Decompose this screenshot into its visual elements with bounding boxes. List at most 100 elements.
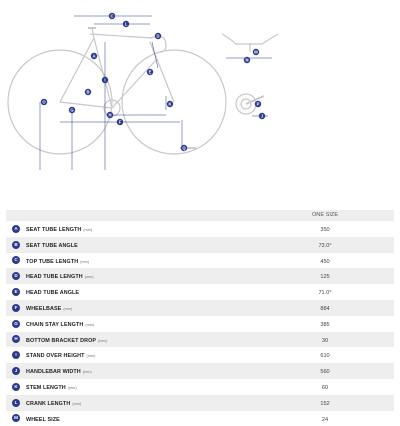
measurement-unit: (mm)	[80, 259, 90, 264]
bike-frame-drawing	[7, 27, 227, 155]
marker-p: P	[254, 100, 262, 108]
svg-text:F: F	[119, 120, 122, 125]
svg-text:D: D	[156, 34, 159, 39]
measurement-value: 450	[320, 258, 330, 265]
measurement-value: 24	[321, 416, 329, 423]
measurement-key-badge: D	[12, 272, 20, 281]
measurement-name: CHAIN STAY LENGTH	[26, 321, 84, 328]
measurement-key-badge: B	[12, 240, 20, 249]
table-row: J HANDLEBAR WIDTH(mm) 560	[6, 363, 394, 379]
measurement-name: WHEEL SIZE	[26, 416, 60, 423]
measurement-key-badge: H	[12, 335, 20, 344]
dimension-markers: C L D A I E O B K G H F Q N M P J	[40, 12, 266, 152]
measurement-value: 73.0°	[318, 242, 332, 249]
svg-text:E: E	[149, 70, 152, 75]
measurement-value: 560	[320, 369, 330, 376]
svg-text:B: B	[86, 90, 89, 95]
svg-text:O: O	[42, 100, 46, 105]
measurement-value: 610	[320, 353, 330, 360]
measurement-value: 60	[321, 384, 329, 391]
svg-text:K: K	[168, 102, 171, 107]
measurement-value: 30	[321, 337, 329, 344]
measurement-value: 385	[320, 321, 330, 328]
measurement-value: 884	[320, 305, 330, 312]
table-row: K STEM LENGTH(mm) 60	[6, 379, 394, 395]
measurement-unit: (mm)	[85, 322, 95, 327]
marker-n: N	[243, 56, 251, 64]
measurement-value: 350	[320, 227, 330, 233]
marker-a: A	[90, 52, 98, 60]
table-row: B SEAT TUBE ANGLE 73.0°	[6, 236, 394, 253]
dimension-lines	[39, 15, 196, 170]
measurement-unit: (mm)	[67, 385, 77, 390]
measurement-key-badge: J	[12, 366, 20, 375]
measurement-value: 152	[320, 400, 330, 407]
svg-text:H: H	[108, 113, 111, 118]
measurement-key-badge: M	[12, 414, 20, 423]
size-header: ONE SIZE	[256, 210, 394, 221]
measurement-value: 71.0°	[318, 290, 332, 297]
measurement-name: STAND OVER HEIGHT	[26, 353, 85, 360]
marker-l: L	[122, 20, 130, 28]
measurement-name: WHEELBASE	[26, 305, 62, 312]
table-row: F WHEELBASE(mm) 884	[6, 299, 394, 316]
marker-q: Q	[180, 144, 188, 152]
marker-c: C	[108, 12, 116, 20]
measurement-name: STEM LENGTH	[26, 384, 66, 391]
measurement-name: CRANK LENGTH	[26, 400, 71, 407]
svg-text:C: C	[110, 14, 113, 19]
measurement-unit: (mm)	[83, 228, 93, 232]
measurement-name: HANDLEBAR WIDTH	[26, 369, 81, 376]
measurement-name: HEAD TUBE ANGLE	[26, 290, 80, 297]
table-row: C TOP TUBE LENGTH(mm) 450	[6, 253, 394, 269]
measurement-key-badge: G	[12, 319, 20, 328]
svg-text:M: M	[254, 50, 258, 55]
table-row: A SEAT TUBE LENGTH(mm) 350	[6, 221, 394, 237]
svg-text:A: A	[92, 54, 95, 59]
marker-b: B	[84, 88, 92, 96]
measurement-unit: (mm)	[63, 306, 73, 311]
marker-i: I	[101, 76, 109, 84]
measurement-unit: (mm)	[98, 338, 107, 343]
marker-d: D	[154, 32, 162, 40]
svg-text:P: P	[257, 102, 260, 107]
marker-o: O	[40, 98, 48, 106]
table-row: H BOTTOM BRACKET DROP(mm) 30	[6, 331, 394, 348]
crank-detail	[235, 93, 268, 117]
marker-g: G	[68, 106, 76, 114]
bike-geometry-diagram: C L D A I E O B K G H F Q N M P J	[7, 12, 279, 170]
marker-f: F	[116, 118, 124, 126]
measurement-unit: (mm)	[72, 401, 82, 406]
svg-text:G: G	[70, 108, 73, 113]
measurement-name: TOP TUBE LENGTH	[26, 258, 79, 265]
measurement-name: BOTTOM BRACKET DROP	[26, 337, 97, 344]
table-row: M WHEEL SIZE 24	[6, 411, 394, 426]
marker-j: J	[258, 112, 266, 120]
measurement-name: SEAT TUBE LENGTH	[26, 227, 82, 233]
measurement-key-badge: E	[12, 287, 20, 296]
measurement-unit: (mm)	[82, 370, 92, 375]
svg-text:N: N	[245, 58, 248, 63]
table-row: E HEAD TUBE ANGLE 71.0°	[6, 284, 394, 300]
measurement-key-badge: A	[12, 224, 20, 233]
measurement-name: SEAT TUBE ANGLE	[26, 242, 78, 249]
svg-text:L: L	[125, 22, 128, 27]
svg-text:Q: Q	[182, 146, 186, 151]
measurement-unit: (mm)	[84, 275, 94, 280]
measurement-key-badge: K	[12, 382, 20, 391]
measurement-key-badge: C	[12, 256, 20, 265]
marker-h: H	[106, 111, 114, 119]
measurement-name: HEAD TUBE LENGTH	[26, 274, 83, 281]
marker-k: K	[166, 100, 174, 108]
rear-wheel	[7, 49, 113, 155]
measurement-key-badge: F	[12, 303, 20, 312]
measurement-value: 125	[320, 274, 330, 281]
table-row: G CHAIN STAY LENGTH(mm) 385	[6, 316, 394, 332]
svg-text:I: I	[104, 78, 105, 83]
table-header-row: ONE SIZE	[6, 210, 394, 221]
svg-text:J: J	[261, 114, 264, 119]
